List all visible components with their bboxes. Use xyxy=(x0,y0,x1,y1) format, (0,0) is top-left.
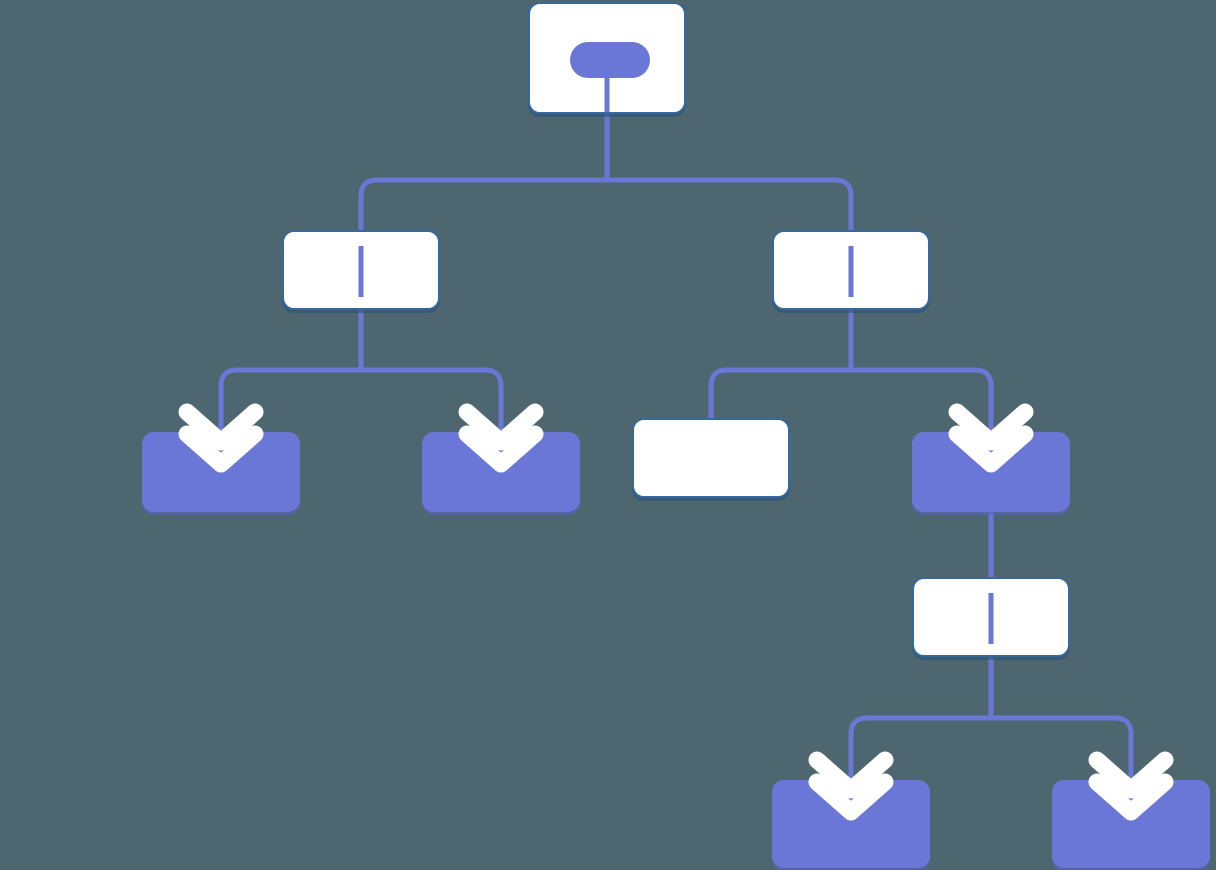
root-badge-pill xyxy=(570,42,650,78)
level4-leaf-b[interactable] xyxy=(1052,780,1210,868)
level1-left-node[interactable] xyxy=(282,230,440,310)
level2-white-node[interactable] xyxy=(632,418,790,498)
level2-purple-branch-node[interactable] xyxy=(912,432,1070,512)
level3-white-node[interactable] xyxy=(912,577,1070,657)
level2-leaf-a[interactable] xyxy=(142,432,300,512)
level2-leaf-b[interactable] xyxy=(422,432,580,512)
root-node[interactable] xyxy=(528,2,686,114)
level1-right-node[interactable] xyxy=(772,230,930,310)
level4-leaf-a[interactable] xyxy=(772,780,930,868)
edge-level1-right-to-white xyxy=(708,367,851,422)
